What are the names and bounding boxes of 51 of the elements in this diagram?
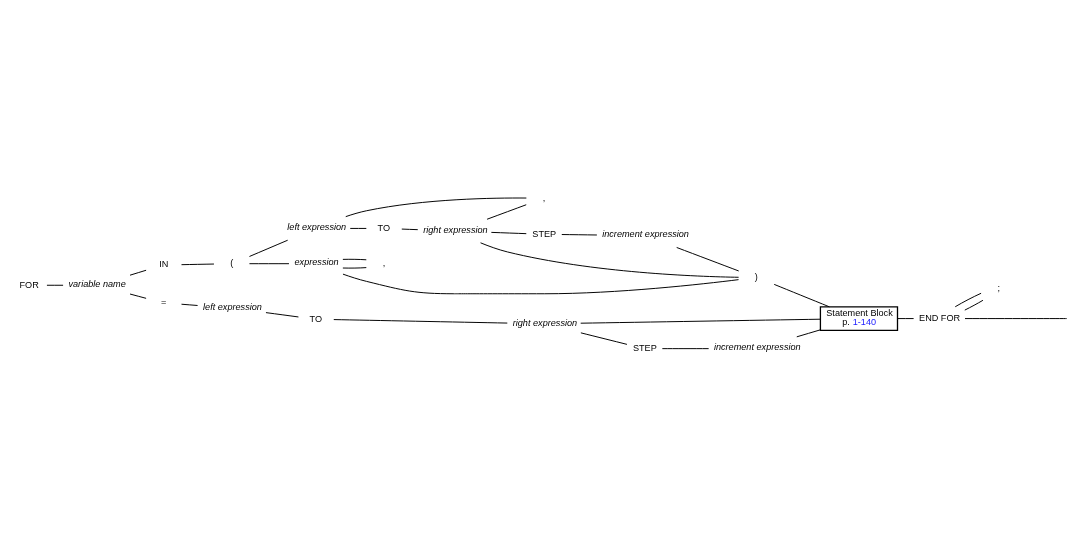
connector [486,204,527,220]
node-text: ; [997,282,1000,293]
node-text: expression [294,257,339,268]
node-text: right expression [512,317,578,328]
connector [796,329,821,338]
connector [181,263,215,266]
node-text: increment expression [713,342,801,353]
connector [580,318,821,324]
node-text: STEP [632,343,657,354]
connector [349,227,367,229]
node-text: ( [230,258,234,269]
node-text: left expression [203,301,262,312]
node-text: TO [377,222,390,233]
node-box: Statement Block p. 1-140 [819,306,899,331]
node-text: , [382,258,386,269]
node-text: right expression [423,224,488,235]
connector [46,284,64,286]
connector [342,273,740,295]
connector [561,234,598,236]
node-text: ) [754,271,758,282]
node-text: END FOR [919,312,961,323]
connector [401,228,419,231]
connector [954,292,982,308]
connector [342,267,367,269]
connector [661,348,710,350]
node-text: FOR [19,279,39,290]
connector [181,303,199,306]
connector [964,318,1068,320]
connector [345,197,527,218]
node-text: variable name [68,279,126,290]
connector [480,242,740,278]
connector [129,269,147,276]
connector [265,312,299,318]
connector [964,299,984,311]
node-text: IN [159,259,169,270]
connector [248,263,290,265]
connector [580,332,628,345]
connector [248,239,289,257]
connector [676,247,740,272]
node-text: increment expression [602,229,689,240]
connector [897,318,915,320]
connector [129,293,147,299]
connector [342,258,367,261]
node-text: TO [309,313,323,324]
connector [490,231,527,235]
connector [333,319,508,324]
node-text: left expression [287,222,347,233]
node-text: , [542,192,546,203]
node-text: = [160,297,167,308]
node-text: STEP [532,228,557,239]
connector [773,283,830,308]
